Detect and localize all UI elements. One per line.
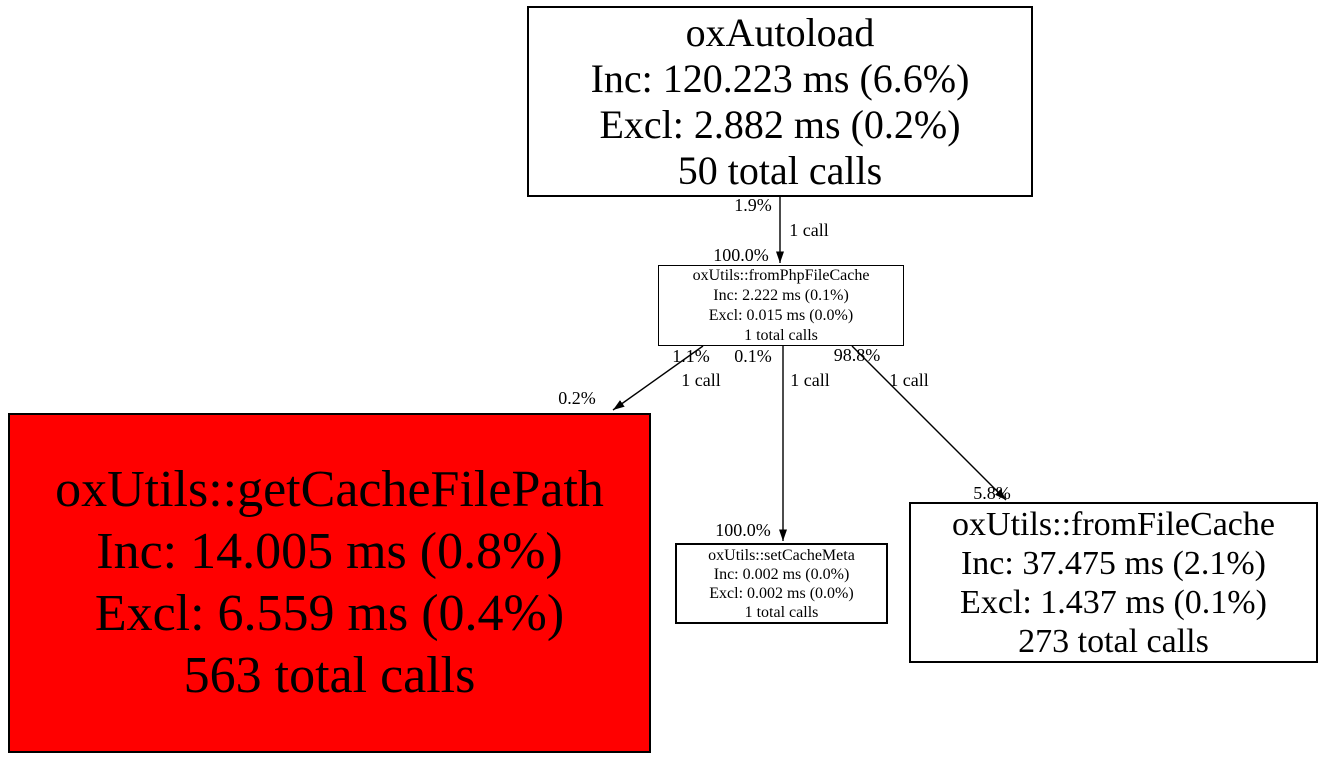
function-name: oxUtils::setCacheMeta — [708, 546, 855, 564]
node-oxutils-fromfilecache: oxUtils::fromFileCache Inc: 37.475 ms (2… — [909, 502, 1318, 663]
inclusive-time: Inc: 120.223 ms (6.6%) — [590, 55, 970, 101]
inclusive-time: Inc: 2.222 ms (0.1%) — [713, 286, 849, 304]
exclusive-time: Excl: 6.559 ms (0.4%) — [94, 585, 565, 642]
exclusive-time: Excl: 1.437 ms (0.1%) — [960, 583, 1267, 621]
total-calls: 50 total calls — [677, 147, 883, 193]
total-calls: 1 total calls — [744, 603, 819, 621]
edge-source-percent-label: 1.1% — [672, 346, 710, 366]
function-name: oxUtils::getCacheFilePath — [55, 461, 604, 518]
edge-target-percent-label: 0.2% — [558, 388, 596, 408]
total-calls: 1 total calls — [744, 326, 818, 344]
edge-call-count-label: 1 call — [790, 370, 830, 390]
function-name: oxAutoload — [685, 9, 875, 55]
edge-target-percent-label: 5.8% — [973, 483, 1011, 503]
node-oxutils-getcachefilepath-highlighted: oxUtils::getCacheFilePath Inc: 14.005 ms… — [8, 413, 651, 753]
node-oxutils-setcachemeta: oxUtils::setCacheMeta Inc: 0.002 ms (0.0… — [675, 543, 888, 624]
edge-call-count-label: 1 call — [889, 370, 929, 390]
edge-call-count-label: 1 call — [789, 220, 829, 240]
inclusive-time: Inc: 0.002 ms (0.0%) — [713, 565, 850, 583]
inclusive-time: Inc: 37.475 ms (2.1%) — [960, 544, 1266, 582]
edge-target-percent-label: 100.0% — [715, 520, 771, 540]
function-name: oxUtils::fromFileCache — [952, 505, 1275, 543]
edge-fromphpfilecache-to-fromfilecache — [851, 345, 1007, 501]
function-name: oxUtils::fromPhpFileCache — [692, 266, 870, 284]
edge-source-percent-label: 1.9% — [734, 195, 772, 215]
total-calls: 563 total calls — [183, 647, 476, 704]
node-oxautoload: oxAutoload Inc: 120.223 ms (6.6%) Excl: … — [527, 6, 1033, 197]
total-calls: 273 total calls — [1018, 622, 1209, 660]
edge-source-percent-label: 0.1% — [734, 346, 772, 366]
edge-fromphpfilecache-to-getcachefilepath — [612, 345, 704, 411]
node-oxutils-fromphpfilecache: oxUtils::fromPhpFileCache Inc: 2.222 ms … — [658, 265, 904, 346]
edge-source-percent-label: 98.8% — [833, 345, 881, 365]
exclusive-time: Excl: 2.882 ms (0.2%) — [599, 101, 961, 147]
inclusive-time: Inc: 14.005 ms (0.8%) — [96, 523, 563, 580]
edge-target-percent-label: 100.0% — [713, 245, 769, 265]
exclusive-time: Excl: 0.015 ms (0.0%) — [708, 306, 854, 324]
edge-call-count-label: 1 call — [681, 370, 721, 390]
exclusive-time: Excl: 0.002 ms (0.0%) — [709, 584, 854, 602]
